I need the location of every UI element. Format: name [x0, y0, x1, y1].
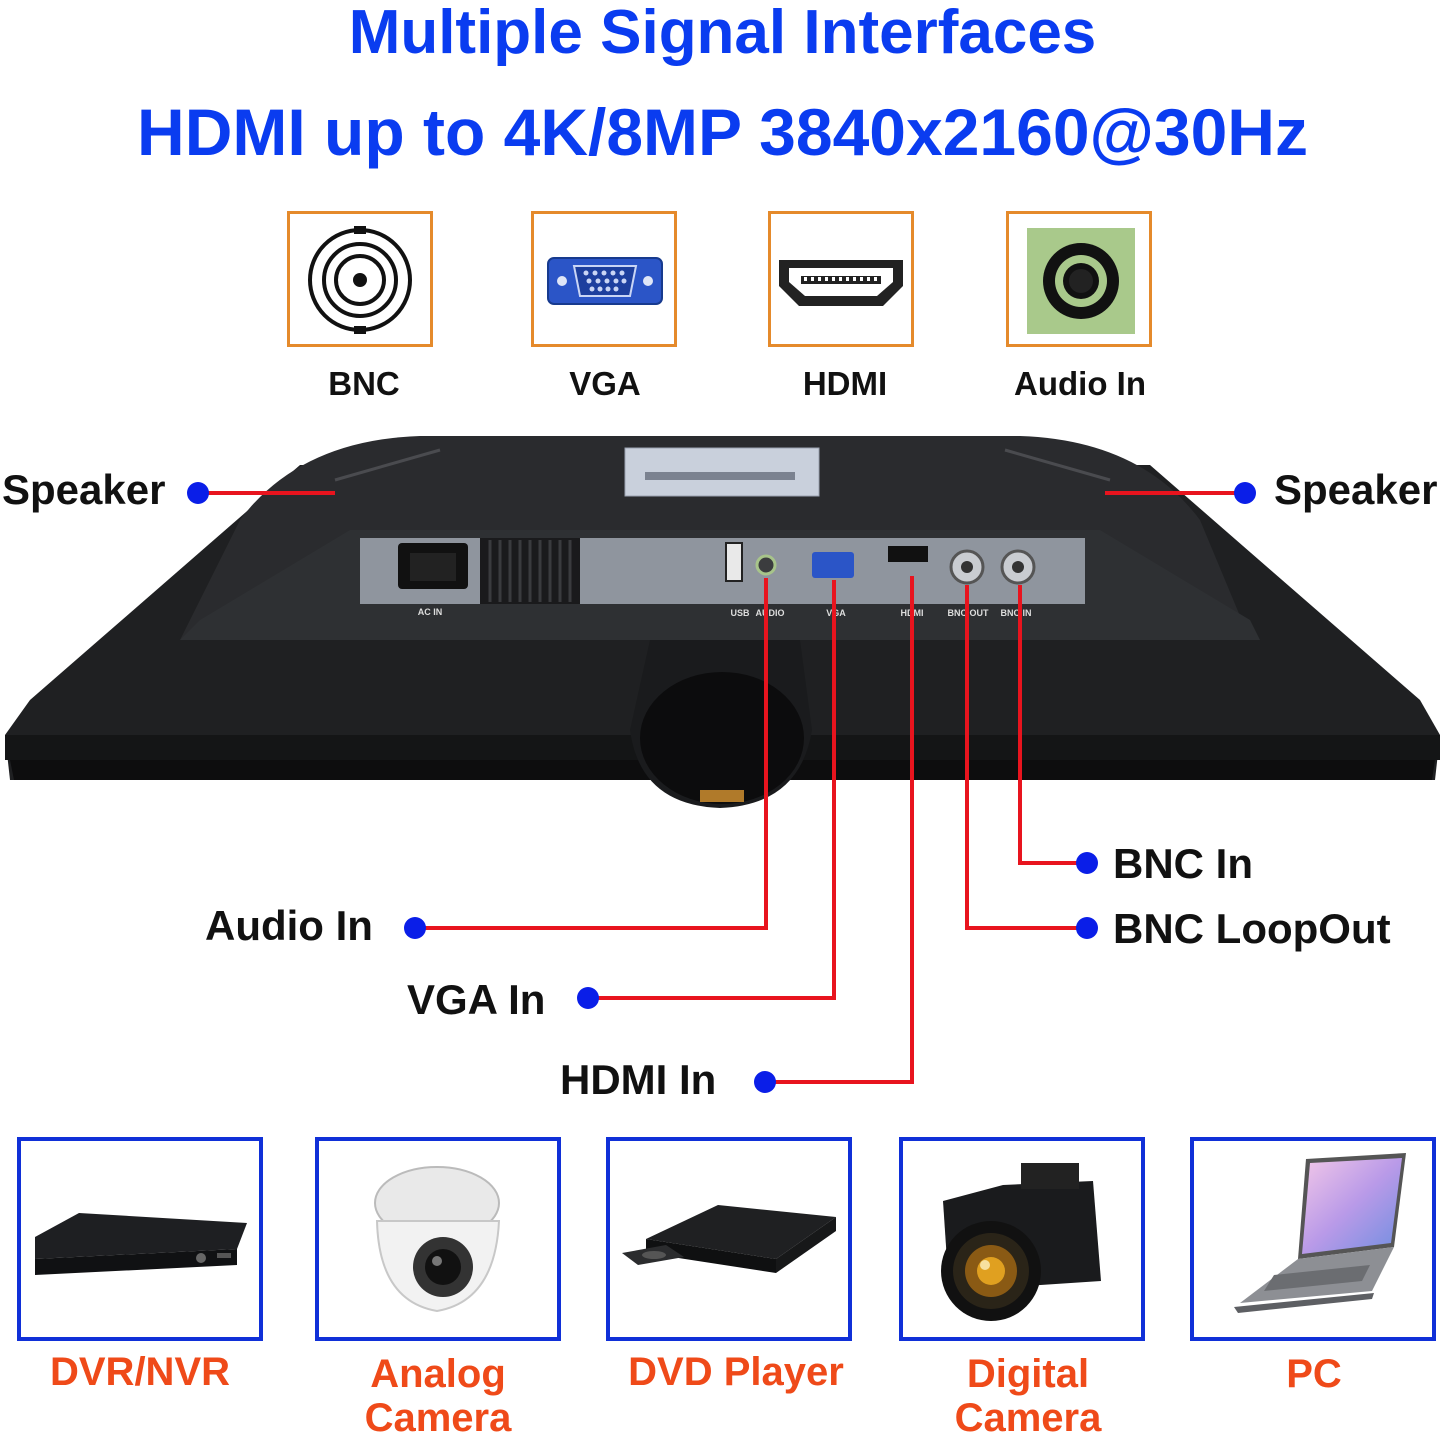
interface-label-hdmi: HDMI: [802, 365, 888, 402]
dome-camera-icon: [374, 1166, 501, 1313]
device-box-pc: [1190, 1137, 1436, 1341]
device-box-analog-camera: [315, 1137, 561, 1341]
callout-dots: [187, 482, 1256, 1093]
interface-box-vga: [531, 211, 677, 347]
device-label-pc: PC: [1184, 1352, 1444, 1396]
laptop-icon: [1234, 1153, 1406, 1313]
vga-port: [812, 552, 854, 578]
vga-label: VGA: [826, 608, 846, 618]
interface-box-audio: [1006, 211, 1152, 347]
callout-lines: [200, 491, 1245, 1084]
device-label-line1: DVD Player: [628, 1350, 844, 1394]
device-box-dvr: [17, 1137, 263, 1341]
vga-in-callout: VGA In: [407, 976, 546, 1023]
page-title: Multiple Signal Interfaces: [348, 0, 1097, 67]
audio-label: AUDIO: [756, 608, 785, 618]
device-label-dvd-player: DVD Player: [606, 1350, 866, 1394]
speaker-left-callout: Speaker: [2, 466, 166, 513]
bnc-in-label: BNC IN: [1001, 608, 1032, 618]
audio-in-callout: Audio In: [205, 902, 373, 949]
ac-in-label: AC IN: [418, 607, 443, 617]
device-label-line1: PC: [1286, 1352, 1342, 1396]
bnc-in-callout: BNC In: [1113, 840, 1253, 887]
device-label-line2: Camera: [954, 1396, 1102, 1440]
interface-box-bnc: [287, 211, 433, 347]
digital-camera-icon: [941, 1163, 1101, 1321]
page-subtitle: HDMI up to 4K/8MP 3840x2160@30Hz: [137, 95, 1308, 169]
interface-label-vga: VGA: [569, 365, 641, 402]
bnc-loopout-callout: BNC LoopOut: [1113, 905, 1391, 952]
bnc-connector-icon: [308, 226, 412, 334]
hdmi-in-callout: HDMI In: [560, 1056, 717, 1103]
audio-jack-icon: [1027, 228, 1135, 334]
device-label-analog-camera: Analog Camera: [308, 1352, 568, 1440]
device-label-line1: DVR/NVR: [49, 1350, 231, 1394]
vga-connector-icon: [547, 257, 663, 305]
device-box-dvd-player: [606, 1137, 852, 1341]
speaker-right-callout: Speaker: [1274, 466, 1438, 513]
dvd-player-icon: [622, 1205, 836, 1273]
device-label-digital-camera: Digital Camera: [898, 1352, 1158, 1440]
usb-label: USB: [730, 608, 750, 618]
interface-label-audio-in: Audio In: [1014, 365, 1146, 402]
device-label-line1: Digital: [966, 1352, 1090, 1396]
usb-port: [725, 542, 743, 582]
device-label-line1: Analog: [370, 1352, 506, 1396]
hdmi-port: [888, 546, 928, 562]
interface-label-bnc: BNC: [328, 365, 400, 402]
device-label-line2: Camera: [364, 1396, 512, 1440]
dvr-recorder-icon: [35, 1213, 247, 1275]
interface-box-hdmi: [768, 211, 914, 347]
device-box-digital-camera: [899, 1137, 1145, 1341]
hdmi-connector-icon: [779, 260, 903, 306]
audio-port: [755, 554, 777, 576]
device-label-dvr: DVR/NVR: [10, 1350, 270, 1394]
